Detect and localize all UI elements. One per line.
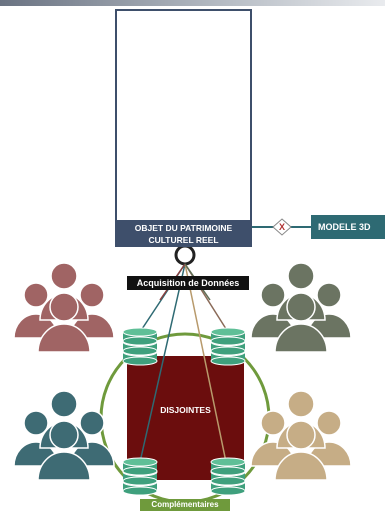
database-icon xyxy=(122,327,158,366)
heritage-object-label: OBJET DU PATRIMOINE CULTUREL REEL xyxy=(115,220,252,247)
database-icon xyxy=(210,457,246,496)
x-diamond-icon xyxy=(272,218,292,236)
people-group-teal xyxy=(13,390,115,481)
x-mark: X xyxy=(279,222,285,232)
database-icons xyxy=(122,327,246,496)
top-gradient-bar xyxy=(0,0,385,6)
model-3d-box: MODELE 3D xyxy=(311,215,385,239)
object-label-line1: OBJET DU PATRIMOINE xyxy=(134,223,233,233)
acquisition-label: Acquisition de Données xyxy=(127,276,249,290)
heritage-object-frame xyxy=(115,9,252,247)
database-icon xyxy=(210,327,246,366)
people-group-rose xyxy=(13,262,115,353)
people-group-tan xyxy=(250,390,352,481)
database-icon xyxy=(122,457,158,496)
acquisition-hub-icon xyxy=(174,244,196,266)
object-label-line2: CULTUREL REEL xyxy=(148,235,219,245)
people-group-olive xyxy=(250,262,352,353)
disjoint-label: DISJOINTES xyxy=(160,405,211,415)
complementary-label: Complémentaires xyxy=(140,499,230,511)
